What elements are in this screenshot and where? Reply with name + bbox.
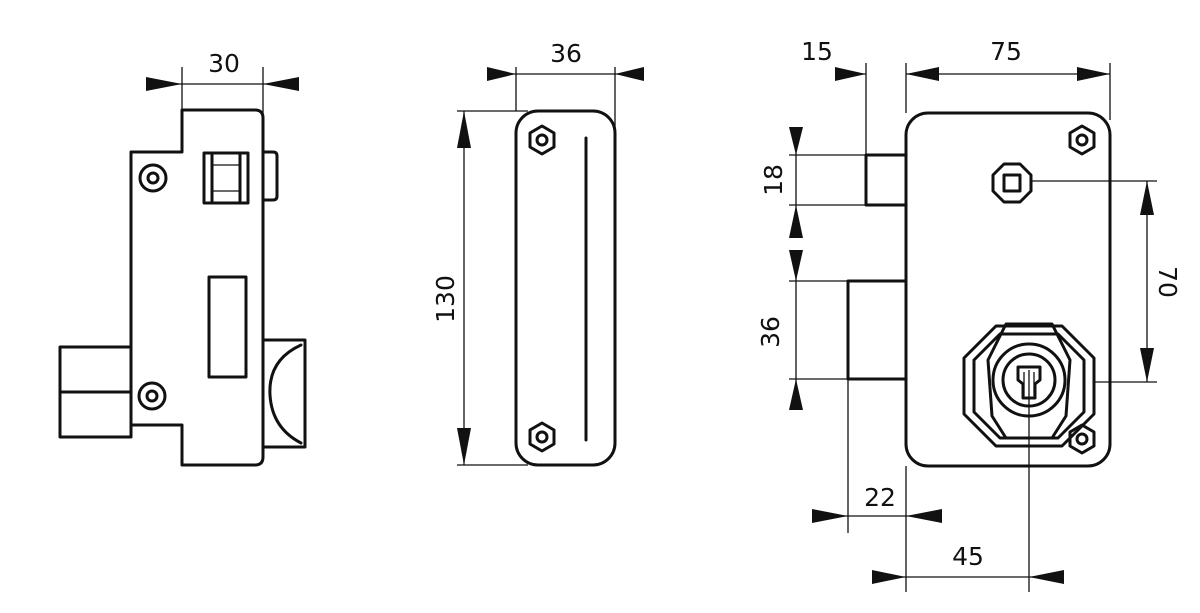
edge-view: 36 130 xyxy=(431,39,644,467)
side-width-label: 30 xyxy=(208,49,240,78)
edge-height-label: 130 xyxy=(431,275,460,323)
side-bolt xyxy=(58,345,133,439)
cylinder-offset-dimension: 45 xyxy=(872,398,1064,592)
side-width-dimension: 30 xyxy=(146,49,299,152)
case-screw-bottom-icon xyxy=(1068,423,1096,455)
side-screw-bottom-icon xyxy=(137,381,167,411)
edge-width-label: 36 xyxy=(550,39,582,68)
bolt-offset-label: 15 xyxy=(801,37,833,66)
faceplate-screw-top-icon xyxy=(528,124,556,156)
upper-bolt-height-label: 18 xyxy=(759,164,788,196)
keyway-icon xyxy=(1016,365,1042,400)
side-latch-clip xyxy=(202,151,250,205)
side-screw-top-icon xyxy=(138,163,168,193)
spindle-to-cylinder-dimension: 70 xyxy=(1031,180,1182,383)
bolt-offset-dimension: 15 xyxy=(801,37,907,155)
side-view: 30 xyxy=(58,49,307,467)
cylinder-offset-label: 45 xyxy=(952,542,984,571)
spindle-to-cylinder-label: 70 xyxy=(1153,266,1182,298)
lower-bolt xyxy=(846,279,908,381)
faceplate xyxy=(514,109,617,467)
lower-bolt-offset-dimension: 22 xyxy=(812,379,942,592)
upper-bolt xyxy=(864,153,908,207)
side-spindle-stub xyxy=(261,150,279,202)
spindle-square-icon xyxy=(991,162,1033,204)
lower-bolt-height-label: 36 xyxy=(756,316,785,348)
upper-bolt-height-dimension: 18 xyxy=(759,127,866,238)
lock-case xyxy=(904,111,1112,468)
lower-bolt-height-dimension: 36 xyxy=(756,250,848,410)
faceplate-screw-bottom-icon xyxy=(528,421,556,453)
case-width-dimension: 75 xyxy=(906,37,1111,120)
edge-height-dimension: 130 xyxy=(431,110,528,466)
case-width-label: 75 xyxy=(990,37,1022,66)
case-screw-top-icon xyxy=(1068,124,1096,156)
front-view: 15 75 18 36 xyxy=(756,37,1182,592)
edge-width-dimension: 36 xyxy=(487,39,644,140)
side-lock-body xyxy=(129,108,265,467)
side-slot xyxy=(207,275,248,379)
side-cylinder-profile xyxy=(261,338,307,449)
lower-bolt-offset-label: 22 xyxy=(864,483,896,512)
